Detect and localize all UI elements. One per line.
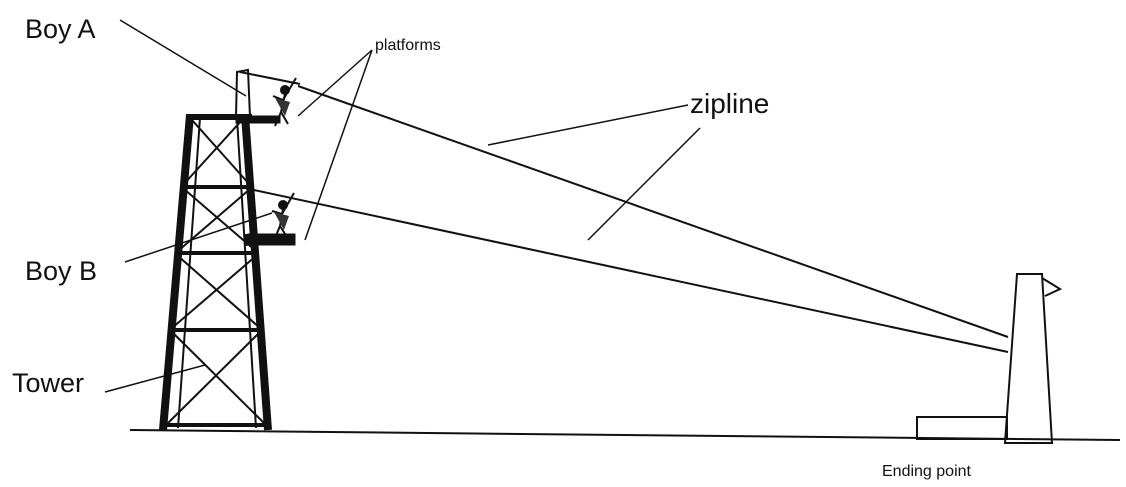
boy-a-figure: [272, 77, 297, 127]
leader-zipline-a: [487, 104, 689, 146]
label-tower: Tower: [12, 368, 85, 398]
leader-platforms-a: [297, 49, 373, 117]
zipline-b: [239, 186, 1009, 353]
leader-tower: [104, 364, 206, 393]
tower: [159, 114, 272, 431]
platform-a: [234, 68, 301, 124]
label-zipline: zipline: [690, 88, 770, 119]
platform-b: [244, 233, 296, 246]
label-ending-point: Ending point: [882, 463, 971, 480]
ending-point-structure: [916, 273, 1063, 444]
leader-boy-b: [124, 212, 273, 263]
leader-boy-a: [119, 19, 247, 97]
label-boy-a: Boy A: [25, 14, 96, 44]
label-boy-b: Boy B: [25, 256, 98, 286]
boy-b-figure: [271, 192, 295, 239]
leader-platforms-b: [304, 49, 373, 241]
zipline-a: [297, 85, 1009, 338]
leader-lines: [104, 19, 701, 393]
leader-zipline-b: [587, 127, 701, 241]
label-platforms: platforms: [375, 37, 441, 54]
